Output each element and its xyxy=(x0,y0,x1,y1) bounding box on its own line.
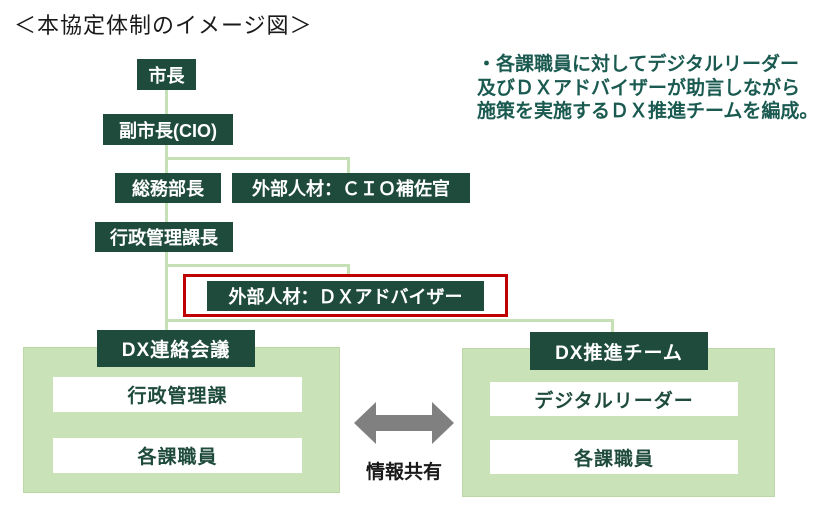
connector-director-chief xyxy=(165,203,168,223)
box-mayor: 市長 xyxy=(137,59,196,90)
page-title: ＜本協定体制のイメージ図＞ xyxy=(14,13,313,38)
member-each-section-staff-right: 各課職員 xyxy=(490,440,738,474)
double-arrow-icon xyxy=(352,398,456,448)
annotation-line-2: 及びＤＸアドバイザーが助言しながら xyxy=(477,77,801,99)
container-dx-promotion-team xyxy=(462,348,775,497)
annotation-line-3: 施策を実施するＤＸ推進チームを編成。 xyxy=(477,101,819,122)
highlight-frame-dx-advisor: 外部人材：ＤＸアドバイザー xyxy=(183,274,508,317)
box-deputy-mayor-cio: 副市長(CIO) xyxy=(103,114,233,145)
header-dx-liaison-council: DX連絡会議 xyxy=(97,330,255,367)
connector-branch-dx-advisor-v xyxy=(347,264,350,278)
connector-branch-dx-team-v xyxy=(611,319,614,333)
box-external-cio-assistant: 外部人材：ＣＩＯ補佐官 xyxy=(232,173,470,203)
connector-branch-dx-team-h xyxy=(165,319,614,322)
connector-mayor-deputy xyxy=(165,90,168,115)
annotation-line-1: ・各課職員に対してデジタルリーダー xyxy=(477,54,800,75)
box-admin-management-section-chief: 行政管理課長 xyxy=(95,222,233,252)
member-digital-leader: デジタルリーダー xyxy=(490,382,738,416)
connector-branch-cio-assistant-h xyxy=(165,157,350,160)
member-each-section-staff-left: 各課職員 xyxy=(53,438,302,473)
box-general-affairs-director: 総務部長 xyxy=(115,173,221,203)
annotation-note: ・各課職員に対してデジタルリーダー 及びＤＸアドバイザーが助言しながら 施策を実… xyxy=(477,53,839,124)
connector-branch-dx-advisor-h xyxy=(165,264,350,267)
info-share-label: 情報共有 xyxy=(365,462,442,483)
box-external-dx-advisor: 外部人材：ＤＸアドバイザー xyxy=(207,280,484,311)
connector-chief-council xyxy=(165,252,168,331)
header-dx-promotion-team: DX推進チーム xyxy=(530,332,708,370)
connector-branch-cio-assistant-v xyxy=(347,157,350,174)
member-admin-management-section: 行政管理課 xyxy=(53,377,302,412)
